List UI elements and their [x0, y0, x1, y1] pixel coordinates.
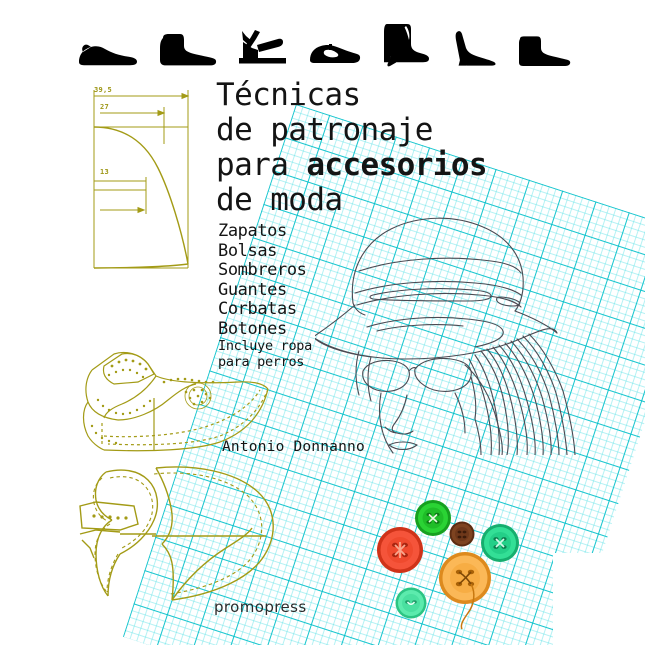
- stiletto-pump-silhouette: [455, 31, 496, 66]
- topic-item-corbatas: Corbatas: [218, 299, 297, 319]
- shoe-silhouette-strip: [0, 16, 645, 68]
- dimension-label-395: 39,5: [94, 86, 113, 94]
- light-green-button: [395, 587, 427, 619]
- title-line-3-regular: para: [216, 147, 307, 183]
- title-line-2: de patronaje: [216, 112, 433, 148]
- topic-item-bolsas: Bolsas: [218, 240, 278, 261]
- woman-with-hat-illustration: [315, 217, 576, 455]
- extra-note: Incluye ropa para perros: [218, 338, 418, 370]
- note-line-1: Incluye ropa: [218, 338, 312, 354]
- title-line-4: de moda: [216, 182, 343, 218]
- shoe-pattern-pieces-drawing: [79, 466, 274, 601]
- heel-technical-drawing: [93, 90, 190, 269]
- topic-item-botones: Botones: [218, 318, 287, 339]
- brogue-pattern-drawing: [82, 351, 269, 452]
- brown-button: [449, 521, 475, 547]
- ankle-boot-heel-silhouette: [383, 24, 429, 67]
- teal-button: [481, 524, 519, 562]
- publisher-name: promopress: [214, 598, 307, 616]
- mary-jane-flat-silhouette: [309, 44, 360, 63]
- topic-list: Zapatos Bolsas Sombreros Guantes Corbata…: [218, 221, 408, 339]
- title-line-1: Técnicas: [216, 77, 361, 113]
- oxford-shoe-silhouette: [78, 44, 137, 66]
- platform-sandal-silhouette: [238, 30, 286, 64]
- green-button-top: [415, 500, 451, 536]
- note-line-2: para perros: [218, 354, 305, 370]
- dimension-label-27: 27: [100, 103, 110, 111]
- chukka-boot-silhouette: [518, 36, 570, 66]
- grid-right-mask: [553, 553, 645, 645]
- red-button: [377, 527, 423, 573]
- topic-item-guantes: Guantes: [218, 279, 287, 300]
- author-name: Antonio Donnanno: [222, 439, 365, 455]
- topic-item-zapatos: Zapatos: [218, 221, 287, 241]
- book-title: Técnicas de patronaje para accesorios de…: [216, 78, 516, 218]
- dimension-label-13: 13: [100, 168, 110, 176]
- topic-item-sombreros: Sombreros: [218, 260, 307, 280]
- high-top-sneaker-silhouette: [159, 34, 216, 66]
- title-line-3-bold: accesorios: [306, 147, 487, 183]
- orange-button-large: [439, 552, 491, 630]
- title-line-3: para accesorios: [216, 148, 516, 183]
